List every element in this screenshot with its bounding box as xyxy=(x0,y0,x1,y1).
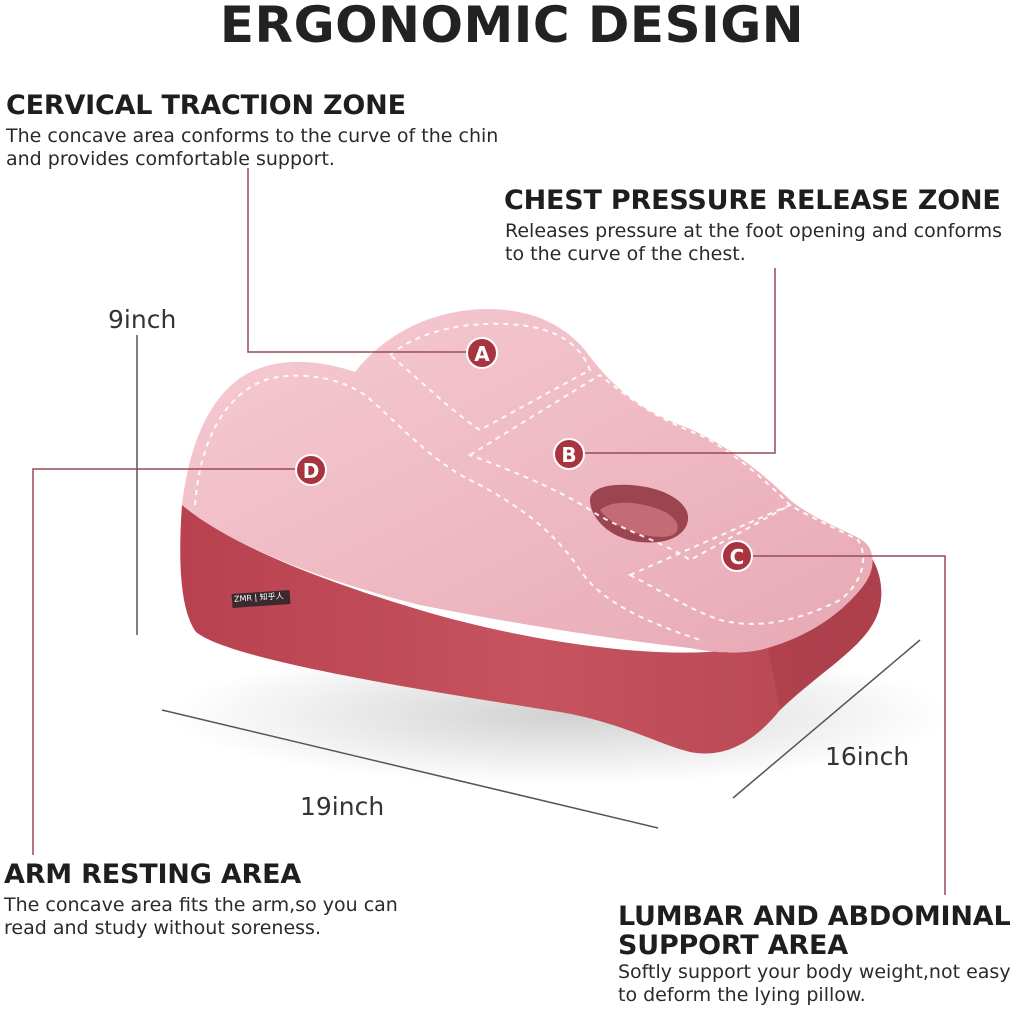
cervical-zone-heading: CERVICAL TRACTION ZONE xyxy=(6,90,406,121)
arm-area-line: read and study without soreness. xyxy=(4,917,321,939)
dimension-lines xyxy=(136,335,921,829)
leader-d xyxy=(32,468,296,855)
chest-zone-heading: CHEST PRESSURE RELEASE ZONE xyxy=(504,185,1001,216)
lumbar-area-heading: LUMBAR AND ABDOMINAL SUPPORT AREA xyxy=(618,901,1011,961)
marker-a: A xyxy=(466,337,498,369)
marker-d: D xyxy=(295,454,327,486)
cervical-zone-line: The concave area conforms to the curve o… xyxy=(6,125,499,147)
marker-b: B xyxy=(553,438,585,470)
chest-zone-line: Releases pressure at the foot opening an… xyxy=(505,220,1002,242)
width-dimension-label: 19inch xyxy=(300,792,385,821)
cervical-zone-description: The concave area conforms to the curve o… xyxy=(6,125,498,171)
lumbar-area-heading-line: SUPPORT AREA xyxy=(618,930,848,961)
width-line xyxy=(161,709,659,829)
arm-area-description: The concave area fits the arm,so you can… xyxy=(4,894,398,940)
marker-c-label: C xyxy=(730,545,745,569)
depth-dimension-label: 16inch xyxy=(825,742,910,771)
stitch-lines xyxy=(194,322,865,641)
pillow-base xyxy=(180,505,882,754)
marker-b-label: B xyxy=(561,443,576,467)
lumbar-area-line: Softly support your body weight,not easy xyxy=(618,961,1011,983)
cervical-zone-line: and provides comfortable support. xyxy=(6,148,335,170)
brand-label-tag xyxy=(231,589,291,609)
marker-c: C xyxy=(721,540,753,572)
leader-a xyxy=(247,168,467,353)
leader-lines xyxy=(32,168,946,895)
lumbar-area-description: Softly support your body weight,not easy… xyxy=(618,961,1011,1007)
pillow-top xyxy=(182,309,873,653)
chest-zone-line: to the curve of the chest. xyxy=(505,243,746,265)
chest-zone-description: Releases pressure at the foot opening an… xyxy=(505,220,1002,266)
arm-area-heading: ARM RESTING AREA xyxy=(4,859,302,890)
leader-c xyxy=(752,555,946,895)
pillow-hole-inner xyxy=(600,502,678,537)
leader-b xyxy=(583,268,776,454)
depth-line xyxy=(732,639,921,799)
arm-area-line: The concave area fits the arm,so you can xyxy=(4,894,398,916)
lumbar-area-line: to deform the lying pillow. xyxy=(618,984,866,1006)
marker-d-label: D xyxy=(303,459,320,483)
marker-a-label: A xyxy=(474,342,490,366)
height-dimension-label: 9inch xyxy=(108,305,177,334)
lumbar-area-heading-line: LUMBAR AND ABDOMINAL xyxy=(618,901,1011,932)
page-title: ERGONOMIC DESIGN xyxy=(219,0,805,54)
